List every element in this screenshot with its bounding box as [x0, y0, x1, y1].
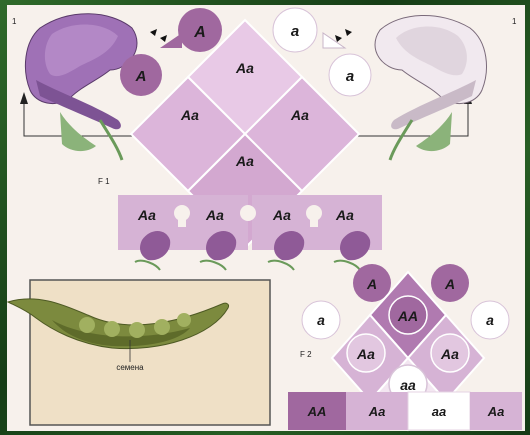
f2-gamete-4-label: a: [486, 312, 494, 328]
f2-gamete-3-label: a: [317, 312, 325, 328]
f1-offspring-4-label: Aa: [335, 207, 354, 223]
arrow-pair-right: [335, 29, 352, 42]
f1-cell-right-label: Aa: [290, 107, 309, 123]
f1-label: F 1: [98, 177, 110, 186]
gamete-recessive-label: a: [346, 68, 354, 85]
f2-gamete-1-label: A: [366, 276, 377, 292]
f1-cell-left-label: Aa: [180, 107, 199, 123]
figure-number-right: 1: [512, 17, 517, 26]
f2-cell-AA-label: AA: [397, 308, 418, 324]
f2-cell-aa-label: aa: [400, 377, 416, 393]
f2-bottom-2-label: Aa: [368, 404, 386, 419]
f2-bottom-3-label: aa: [432, 404, 446, 419]
f2-cell-Aa-left-label: Aa: [356, 346, 375, 362]
seeds-label: семена: [116, 363, 144, 372]
f1-cell-bottom-label: Aa: [235, 153, 254, 169]
f2-bottom-1-label: AA: [307, 404, 327, 419]
f2-bottom-4-label: Aa: [487, 404, 505, 419]
f1-offspring-1-label: Aa: [137, 207, 156, 223]
white-flower-illustration: [375, 15, 486, 160]
f2-bottom-row: AA Aa aa Aa: [288, 392, 522, 430]
parent-dominant-label: A: [193, 24, 206, 41]
f2-cell-Aa-right-label: Aa: [440, 346, 459, 362]
arrow-pair-left: [150, 29, 167, 42]
pea-pod-panel: семена: [8, 280, 270, 425]
purple-flower-illustration: [25, 14, 137, 160]
f2-gamete-2-label: A: [444, 276, 455, 292]
f1-offspring-2-label: Aa: [205, 207, 224, 223]
recessive-wedge: [323, 33, 345, 48]
gamete-dominant-label: A: [135, 68, 147, 85]
arrow-head-left: [20, 92, 28, 104]
pea-pod-frame: [30, 280, 270, 425]
parent-recessive-label: a: [291, 23, 299, 40]
f2-label: F 2: [300, 350, 312, 359]
f1-offspring-3-label: Aa: [272, 207, 291, 223]
figure-number-left: 1: [12, 17, 17, 26]
f1-cell-top-label: Aa: [235, 60, 254, 76]
